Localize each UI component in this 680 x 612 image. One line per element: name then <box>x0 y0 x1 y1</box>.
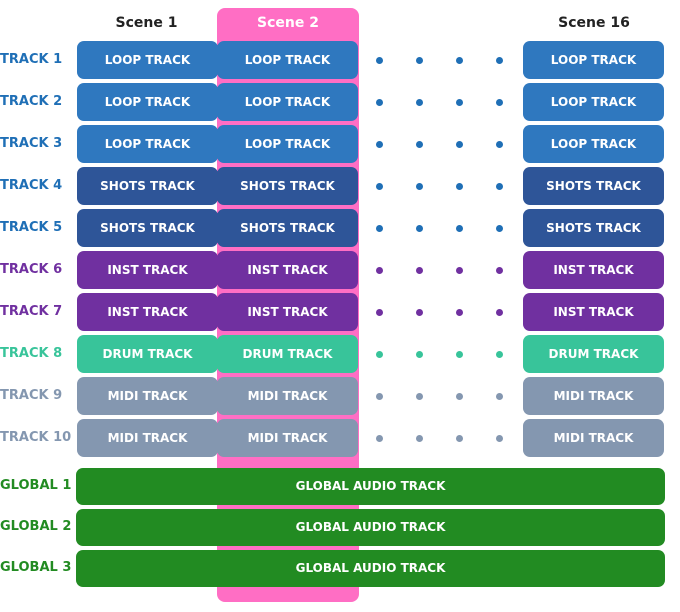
clip-scene-2[interactable]: SHOTS TRACK <box>217 167 358 205</box>
ellipsis-dot <box>456 141 463 148</box>
track-label: TRACK 9 <box>0 388 63 403</box>
clip-scene-16[interactable]: SHOTS TRACK <box>523 167 664 205</box>
clip-scene-2[interactable]: MIDI TRACK <box>217 419 358 457</box>
track-label: TRACK 4 <box>0 178 63 193</box>
ellipsis-dot <box>376 99 383 106</box>
clip-scene-16[interactable]: LOOP TRACK <box>523 125 664 163</box>
ellipsis-dot <box>456 351 463 358</box>
ellipsis-dot <box>456 183 463 190</box>
ellipsis-dot <box>376 309 383 316</box>
ellipsis-dot <box>456 57 463 64</box>
ellipsis-dot <box>496 99 503 106</box>
clip-scene-16[interactable]: DRUM TRACK <box>523 335 664 373</box>
clip-scene-1[interactable]: INST TRACK <box>77 293 218 331</box>
scene-header-16: Scene 16 <box>558 15 630 31</box>
ellipsis-dot <box>416 183 423 190</box>
clip-scene-16[interactable]: INST TRACK <box>523 293 664 331</box>
clip-scene-2[interactable]: INST TRACK <box>217 293 358 331</box>
clip-scene-16[interactable]: LOOP TRACK <box>523 83 664 121</box>
clip-scene-1[interactable]: LOOP TRACK <box>77 83 218 121</box>
ellipsis-dot <box>456 309 463 316</box>
global-label: GLOBAL 3 <box>0 560 72 575</box>
ellipsis-dot <box>376 393 383 400</box>
track-label: TRACK 10 <box>0 430 72 445</box>
clip-scene-2[interactable]: INST TRACK <box>217 251 358 289</box>
ellipsis-dot <box>416 267 423 274</box>
track-label: TRACK 6 <box>0 262 63 277</box>
ellipsis-dot <box>376 57 383 64</box>
ellipsis-dot <box>496 393 503 400</box>
ellipsis-dot <box>416 309 423 316</box>
global-audio-track[interactable]: GLOBAL AUDIO TRACK <box>76 468 665 505</box>
track-label: TRACK 3 <box>0 136 63 151</box>
global-audio-track[interactable]: GLOBAL AUDIO TRACK <box>76 509 665 546</box>
clip-scene-1[interactable]: SHOTS TRACK <box>77 209 218 247</box>
ellipsis-dot <box>496 141 503 148</box>
ellipsis-dot <box>496 57 503 64</box>
track-label: TRACK 2 <box>0 94 63 109</box>
ellipsis-dot <box>416 393 423 400</box>
clip-scene-16[interactable]: INST TRACK <box>523 251 664 289</box>
ellipsis-dot <box>376 225 383 232</box>
clip-scene-2[interactable]: SHOTS TRACK <box>217 209 358 247</box>
clip-scene-2[interactable]: MIDI TRACK <box>217 377 358 415</box>
ellipsis-dot <box>376 141 383 148</box>
track-label: TRACK 5 <box>0 220 63 235</box>
ellipsis-dot <box>456 225 463 232</box>
ellipsis-dot <box>496 351 503 358</box>
track-label: TRACK 1 <box>0 52 63 67</box>
ellipsis-dot <box>456 267 463 274</box>
ellipsis-dot <box>376 267 383 274</box>
clip-scene-1[interactable]: MIDI TRACK <box>77 419 218 457</box>
ellipsis-dot <box>496 183 503 190</box>
ellipsis-dot <box>416 141 423 148</box>
ellipsis-dot <box>496 267 503 274</box>
scene-header-2: Scene 2 <box>257 15 319 31</box>
clip-scene-1[interactable]: LOOP TRACK <box>77 41 218 79</box>
global-label: GLOBAL 1 <box>0 478 72 493</box>
ellipsis-dot <box>376 435 383 442</box>
ellipsis-dot <box>376 351 383 358</box>
clip-scene-1[interactable]: DRUM TRACK <box>77 335 218 373</box>
clip-scene-16[interactable]: LOOP TRACK <box>523 41 664 79</box>
ellipsis-dot <box>416 225 423 232</box>
clip-scene-2[interactable]: DRUM TRACK <box>217 335 358 373</box>
global-audio-track[interactable]: GLOBAL AUDIO TRACK <box>76 550 665 587</box>
ellipsis-dot <box>416 435 423 442</box>
clip-scene-2[interactable]: LOOP TRACK <box>217 41 358 79</box>
track-label: TRACK 7 <box>0 304 63 319</box>
clip-scene-2[interactable]: LOOP TRACK <box>217 125 358 163</box>
ellipsis-dot <box>456 435 463 442</box>
ellipsis-dot <box>416 351 423 358</box>
ellipsis-dot <box>496 225 503 232</box>
clip-scene-1[interactable]: MIDI TRACK <box>77 377 218 415</box>
track-label: TRACK 8 <box>0 346 63 361</box>
ellipsis-dot <box>456 393 463 400</box>
clip-scene-2[interactable]: LOOP TRACK <box>217 83 358 121</box>
clip-scene-1[interactable]: LOOP TRACK <box>77 125 218 163</box>
scene-header-1: Scene 1 <box>115 15 178 31</box>
clip-scene-1[interactable]: INST TRACK <box>77 251 218 289</box>
global-label: GLOBAL 2 <box>0 519 72 534</box>
ellipsis-dot <box>456 99 463 106</box>
clip-scene-1[interactable]: SHOTS TRACK <box>77 167 218 205</box>
ellipsis-dot <box>496 435 503 442</box>
ellipsis-dot <box>496 309 503 316</box>
clip-scene-16[interactable]: MIDI TRACK <box>523 377 664 415</box>
ellipsis-dot <box>416 57 423 64</box>
clip-scene-16[interactable]: SHOTS TRACK <box>523 209 664 247</box>
ellipsis-dot <box>376 183 383 190</box>
ellipsis-dot <box>416 99 423 106</box>
clip-scene-16[interactable]: MIDI TRACK <box>523 419 664 457</box>
